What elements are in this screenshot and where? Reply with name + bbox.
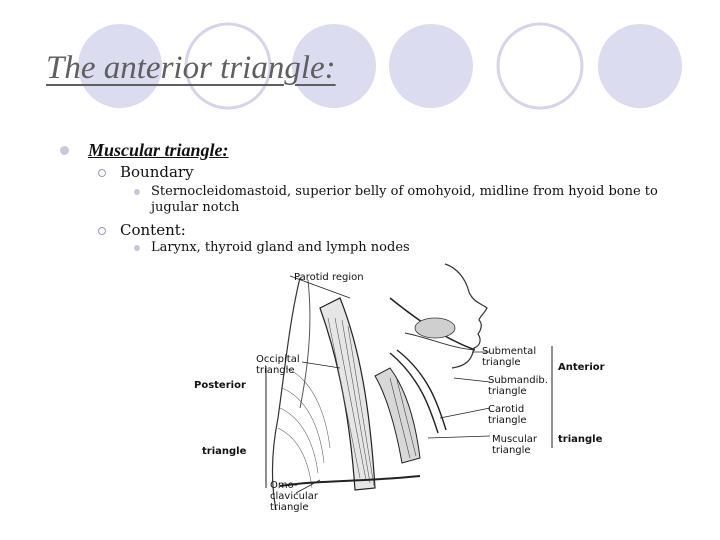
label-anterior: Anterior [558, 362, 605, 373]
boundary-detail: Sternocleidomastoid, superior belly of o… [151, 184, 658, 215]
ring-bullet-icon [98, 169, 106, 177]
label-carotid-triangle: Carotid triangle [488, 404, 527, 426]
label-submandibular-triangle: Submandib. triangle [488, 375, 548, 397]
bullet-dot-icon [60, 146, 69, 155]
label-muscular-triangle: Muscular triangle [492, 434, 538, 456]
label-triangle-right: triangle [558, 434, 603, 445]
decorative-circles [78, 22, 682, 110]
small-bullet-icon [134, 189, 140, 195]
small-bullet-icon [134, 245, 140, 251]
neck-triangles-figure: Parotid region Occipital triangle Poster… [190, 258, 610, 520]
label-omoclavicular-triangle: Omo- clavicular triangle [270, 480, 318, 513]
content-detail: Larynx, thyroid gland and lymph nodes [151, 240, 410, 255]
label-parotid-region: Parotid region [294, 272, 364, 283]
content-label: Content: [120, 221, 186, 239]
neck-anatomy-illustration [265, 263, 553, 511]
boundary-label: Boundary [120, 163, 194, 181]
label-triangle-left: triangle [202, 446, 247, 457]
slide-title: The anterior triangle: [46, 50, 336, 86]
label-submental-triangle: Submental triangle [482, 346, 537, 368]
label-occipital-triangle: Occipital triangle [256, 354, 300, 376]
muscular-triangle-heading: Muscular triangle: [88, 140, 229, 160]
ring-bullet-icon [98, 227, 106, 235]
label-posterior: Posterior [194, 380, 246, 391]
